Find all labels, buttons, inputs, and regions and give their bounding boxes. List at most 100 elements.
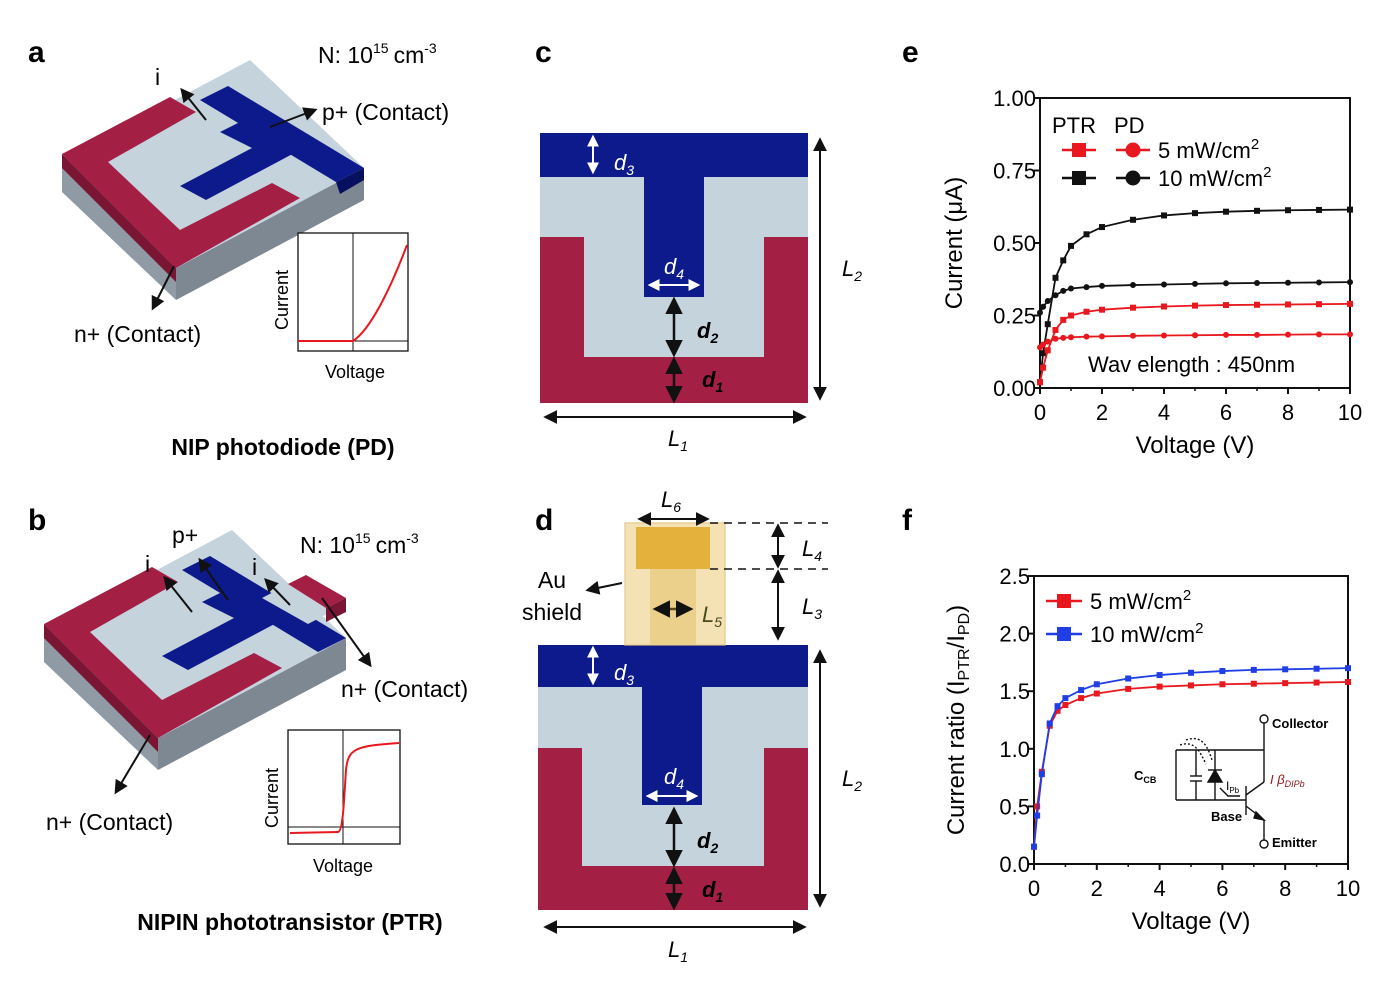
series-point-1 — [1062, 695, 1069, 702]
series-point-0 — [1188, 682, 1194, 689]
series-point-1 — [1282, 666, 1289, 673]
d-d2: d2 — [697, 828, 718, 856]
series-point-0 — [1316, 206, 1322, 213]
y-tick-label: 0.0 — [999, 852, 1030, 877]
x-tick-label: 10 — [1336, 876, 1360, 901]
series-point-2 — [1060, 316, 1067, 323]
x-tick-label: 6 — [1216, 876, 1228, 901]
series-point-0 — [1125, 685, 1132, 692]
ptr-cross-section — [538, 645, 808, 910]
x-tick-label: 2 — [1096, 400, 1108, 425]
legend-f-marker-5 — [1057, 594, 1071, 608]
series-point-1 — [1188, 669, 1194, 676]
x-tick-label: 4 — [1153, 876, 1165, 901]
x-tick-label: 2 — [1091, 876, 1103, 901]
y-tick-label: 2.0 — [999, 622, 1030, 647]
x-tick-label: 8 — [1279, 876, 1291, 901]
series-point-0 — [1347, 206, 1353, 213]
x-tick-label: 0 — [1034, 400, 1046, 425]
d-L3: L3 — [802, 594, 822, 622]
panel-a-letter: a — [28, 36, 45, 69]
caption-ptr: NIPIN phototransistor (PTR) — [137, 909, 442, 935]
series-line-1 — [1033, 667, 1349, 847]
x-axis-label: Voltage (V) — [1132, 908, 1251, 935]
pd-iv-inset: Voltage Current — [272, 232, 409, 382]
d-L6: L6 — [661, 487, 681, 515]
legend-f-10: 10 mW/cm2 — [1090, 620, 1203, 647]
series-point-1 — [1156, 672, 1163, 679]
c-L2: L2 — [842, 256, 862, 284]
legend-e-marker-ptr-10 — [1072, 171, 1086, 185]
ptr-iv-inset: Voltage Current — [262, 729, 401, 876]
circuit-emitter: Emitter — [1272, 835, 1317, 850]
series-point-2 — [1316, 301, 1322, 308]
label-b-p: p+ — [172, 522, 198, 548]
c-d4: d4 — [664, 254, 684, 282]
series-point-0 — [1083, 231, 1090, 238]
legend-e-marker-pd-10 — [1125, 170, 1141, 186]
series-point-0 — [1156, 683, 1163, 690]
x-axis-label: Voltage (V) — [1136, 432, 1255, 459]
panel-b-letter: b — [28, 504, 46, 537]
x-tick-label: 6 — [1220, 400, 1232, 425]
au-shield-label-2: shield — [522, 599, 582, 625]
series-point-1 — [1161, 281, 1167, 288]
label-i: i — [155, 64, 160, 90]
c-d3: d3 — [614, 150, 634, 178]
series-point-2 — [1192, 302, 1198, 309]
series-point-2 — [1130, 304, 1136, 311]
legend-e-head-ptr: PTR — [1052, 113, 1096, 138]
c-d1: d1 — [702, 367, 723, 395]
y-tick-label: 0.75 — [993, 159, 1036, 184]
series-point-0 — [1062, 702, 1069, 709]
y-tick-label: 0.50 — [993, 231, 1036, 256]
legend-f-marker-10 — [1057, 627, 1071, 641]
panel-d-letter: d — [535, 504, 553, 537]
pd-cross-section — [540, 133, 808, 403]
series-point-1 — [1250, 666, 1257, 673]
series-point-0 — [1219, 681, 1226, 688]
series-point-3 — [1316, 331, 1322, 338]
series-line-1 — [1039, 281, 1351, 314]
x-tick-label: 4 — [1158, 400, 1170, 425]
series-point-0 — [1285, 207, 1291, 214]
y-tick-label: 2.5 — [999, 564, 1030, 589]
series-point-0 — [1192, 210, 1198, 217]
series-point-0 — [1078, 695, 1085, 702]
series-point-0 — [1040, 350, 1047, 357]
series-point-0 — [1282, 680, 1289, 687]
chart-f-legend: 5 mW/cm2 10 mW/cm2 — [1046, 587, 1203, 647]
label-p-contact: p+ (Contact) — [322, 99, 449, 125]
d-d1: d1 — [702, 877, 723, 905]
series-point-0 — [1052, 274, 1059, 281]
y-tick-label: 0.25 — [993, 304, 1036, 329]
series-point-1 — [1219, 668, 1226, 675]
panel-e-letter: e — [902, 36, 919, 69]
y-tick-label: 1.00 — [993, 86, 1036, 111]
series-point-1 — [1083, 284, 1090, 291]
series-point-1 — [1285, 279, 1291, 286]
panel-c: c d3 d4 d2 d1 L1 L2 — [535, 36, 862, 454]
series-point-2 — [1068, 312, 1074, 319]
series-point-2 — [1037, 379, 1043, 386]
circuit-gain: I βDIPb — [1270, 772, 1305, 789]
d-d3: d3 — [614, 660, 634, 688]
series-point-3 — [1099, 333, 1105, 340]
y-axis-label: Current (μA) — [941, 177, 968, 310]
d-L5: L5 — [702, 602, 722, 630]
au-shield-label-1: Au — [538, 567, 566, 593]
series-point-0 — [1044, 321, 1051, 328]
wavelength-annotation: Wav elength : 450nm — [1088, 352, 1295, 377]
series-point-1 — [1037, 309, 1043, 316]
series-point-1 — [1192, 280, 1198, 287]
series-point-2 — [1044, 347, 1051, 354]
series-point-3 — [1223, 331, 1229, 338]
series-point-3 — [1285, 331, 1291, 338]
series-point-3 — [1083, 333, 1090, 340]
series-point-3 — [1052, 335, 1059, 342]
